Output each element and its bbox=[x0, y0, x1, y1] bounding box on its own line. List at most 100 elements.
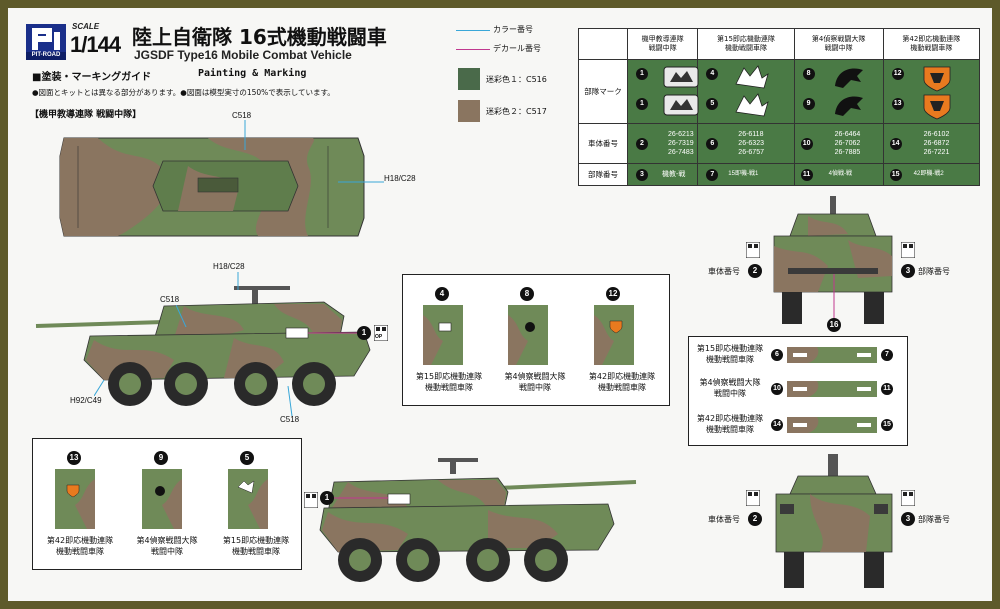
side-view-drawing bbox=[35, 286, 371, 406]
decal-number: 6 bbox=[771, 349, 783, 361]
decal-number: 7 bbox=[706, 169, 719, 181]
turret-panel-label: 第15即応機動連隊 機動戦闘車隊 bbox=[415, 372, 483, 392]
decal-number: 14 bbox=[771, 419, 783, 431]
armor-school-emblem-icon bbox=[663, 66, 699, 116]
rear-vehicle-no-label: 車体番号 bbox=[708, 515, 740, 524]
op-tag-icon bbox=[304, 492, 318, 508]
table-corner bbox=[578, 28, 628, 60]
decal-number: 5 bbox=[706, 98, 719, 110]
callout-line bbox=[94, 380, 105, 396]
col-header-4: 第42即応機動連隊 機動戦闘車隊 bbox=[882, 28, 981, 60]
decal-number: 12 bbox=[606, 287, 620, 301]
black-panther-emblem-icon bbox=[834, 68, 863, 116]
title-en: JGSDF Type16 Mobile Combat Vehicle bbox=[134, 48, 352, 62]
rear-view-drawing bbox=[775, 454, 893, 588]
decal-number: 3 bbox=[636, 169, 648, 181]
bumper-strip-drawing bbox=[787, 381, 877, 397]
decal-number: 7 bbox=[881, 349, 893, 361]
turret-panel-label: 第42即応機動連隊 機動戦闘車隊 bbox=[588, 372, 656, 392]
unit-no-cell-2: 7 15即機-戦1 bbox=[697, 163, 795, 186]
op-tag-icon bbox=[901, 490, 915, 506]
vehicle-no: 26-7062 bbox=[834, 140, 861, 147]
vehicle-no-cell-3: 10 26-6464 26-7062 26-7885 bbox=[793, 123, 884, 164]
decal-number: 2 bbox=[748, 512, 762, 526]
turret-panel-label: 第42即応機動連隊 機動戦闘車隊 bbox=[46, 536, 114, 556]
white-wolf-emblem-icon bbox=[735, 65, 769, 117]
unit-no-text: 4偵戦-戦 bbox=[828, 171, 852, 177]
legend-decal-no: デカール番号 bbox=[493, 44, 541, 53]
decal-number: 8 bbox=[520, 287, 534, 301]
vehicle-no: 26-6118 bbox=[738, 131, 764, 138]
decal-number: 11 bbox=[800, 169, 813, 181]
callout-line bbox=[338, 181, 384, 183]
decal-number: 1 bbox=[320, 491, 334, 505]
guide-jp: ■塗装・マーキングガイド bbox=[32, 72, 152, 83]
side-view-2-drawing bbox=[319, 458, 637, 582]
turret-side-drawing bbox=[55, 469, 95, 529]
rear-unit-no-label: 部隊番号 bbox=[918, 515, 950, 524]
legend-color2: 迷彩色２：C517 bbox=[486, 107, 547, 116]
unit-no-cell-4: 15 42即機-戦2 bbox=[882, 163, 981, 186]
unit-no-text: 機教-戦 bbox=[662, 171, 686, 178]
turret-panel-label: 第4偵察戦闘大隊 戦闘中隊 bbox=[504, 372, 566, 392]
decal-number: 9 bbox=[802, 98, 815, 110]
vehicle-no: 26-6213 bbox=[668, 131, 694, 138]
bumper-strip-drawing bbox=[787, 417, 877, 433]
unit-mark-cell-3: 8 9 bbox=[793, 59, 884, 124]
top-h18-callout: H18/C28 bbox=[384, 174, 416, 183]
col-header-2: 第15即応機動連隊 機動戦闘車隊 bbox=[697, 28, 795, 60]
vehicle-no: 26-6323 bbox=[738, 140, 764, 147]
side-c518-callout-b: C518 bbox=[280, 415, 300, 424]
callout-line bbox=[287, 386, 293, 416]
callout-line bbox=[176, 305, 187, 327]
legend-color-no: カラー番号 bbox=[493, 25, 533, 34]
row-label-unit-mark: 部隊マーク bbox=[578, 59, 628, 124]
decal-number: 10 bbox=[771, 383, 783, 395]
col-header-3: 第4偵察戦闘大隊 戦闘中隊 bbox=[793, 28, 884, 60]
op-tag-icon bbox=[374, 325, 388, 341]
unit-no-text: 15即機-戦1 bbox=[728, 171, 759, 177]
decal-number: 11 bbox=[881, 383, 893, 395]
callout-line bbox=[244, 120, 246, 150]
decal-number: 14 bbox=[889, 138, 902, 150]
vehicle-no: 26-7483 bbox=[668, 149, 694, 156]
callout-line bbox=[237, 272, 239, 290]
pit-road-logo bbox=[26, 24, 66, 60]
decal-number: 13 bbox=[67, 451, 81, 465]
turret-marking-box-bottom: 13 第42即応機動連隊 機動戦闘車隊 9 第4偵察戦闘大隊 戦闘中隊 5 bbox=[32, 438, 302, 570]
front-unit-no-label: 部隊番号 bbox=[918, 267, 950, 276]
decal-number: 6 bbox=[706, 138, 719, 150]
turret-side-drawing bbox=[423, 305, 463, 365]
turret-panel-label: 第4偵察戦闘大隊 戦闘中隊 bbox=[136, 536, 198, 556]
bumper-row-label: 第4偵察戦闘大隊 戦闘中隊 bbox=[699, 378, 761, 398]
bumper-row-label: 第15即応機動連隊 機動戦闘車隊 bbox=[696, 344, 764, 364]
unit-no-cell-1: 3 機教-戦 bbox=[626, 163, 699, 186]
front-view-drawing bbox=[773, 196, 893, 324]
op-tag-text: OP bbox=[375, 334, 383, 340]
section-label: 【機甲教導連隊 戦闘中隊】 bbox=[30, 110, 142, 120]
decal-number: 10 bbox=[800, 138, 813, 150]
top-view-drawing bbox=[59, 137, 365, 237]
decal-number: 1 bbox=[636, 68, 648, 80]
front-vehicle-no-label: 車体番号 bbox=[708, 267, 740, 276]
instruction-sheet: PIT-ROAD SCALE 1/144 陸上自衛隊 16式機動戦闘車 JGSD… bbox=[8, 8, 992, 601]
decal-number: 2 bbox=[636, 138, 648, 150]
unit-no-text: 42即機-戦2 bbox=[913, 171, 944, 177]
row-label-unit-no: 部隊番号 bbox=[578, 163, 628, 186]
bumper-row-label: 第42即応機動連隊 機動戦闘車隊 bbox=[696, 414, 764, 434]
unit-mark-cell-4: 12 13 bbox=[882, 59, 981, 124]
decal-number: 3 bbox=[901, 264, 915, 278]
scale-value: 1/144 bbox=[70, 32, 121, 57]
turret-side-drawing bbox=[142, 469, 182, 529]
row-label-vehicle-no: 車体番号 bbox=[578, 123, 628, 164]
turret-panel-label: 第15即応機動連隊 機動戦闘車隊 bbox=[222, 536, 290, 556]
side-c518-callout-a: C518 bbox=[160, 295, 180, 304]
decal-number: 15 bbox=[889, 169, 902, 181]
unit-no-cell-3: 11 4偵戦-戦 bbox=[793, 163, 884, 186]
vehicle-no: 26-7319 bbox=[668, 140, 694, 147]
decal-number: 16 bbox=[827, 318, 841, 332]
unit-mark-cell-1: 1 1 bbox=[626, 59, 699, 124]
decal-number: 5 bbox=[240, 451, 254, 465]
vehicle-no-cell-4: 14 26-6102 26-6872 26-7221 bbox=[882, 123, 981, 164]
op-tag-icon bbox=[746, 242, 760, 258]
